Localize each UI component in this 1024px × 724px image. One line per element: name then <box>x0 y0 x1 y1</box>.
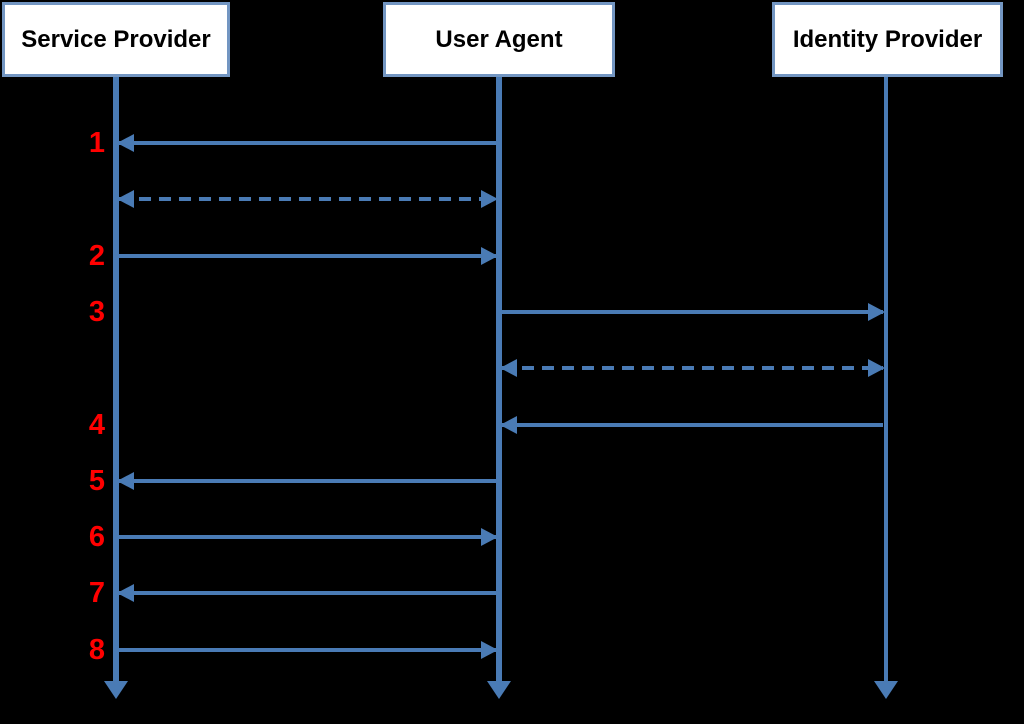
dashed-message-line <box>502 366 883 370</box>
solid-message-line <box>119 254 496 258</box>
step-number-6: 6 <box>88 521 106 553</box>
message-arrow-7 <box>117 583 496 603</box>
arrowhead-right-icon <box>868 303 885 321</box>
arrowhead-left-icon <box>117 472 134 490</box>
arrowhead-right-icon <box>481 247 498 265</box>
message-arrow-8 <box>119 640 498 660</box>
arrowhead-left-icon <box>117 134 134 152</box>
participant-user-agent: User Agent <box>383 2 615 77</box>
arrowhead-left-icon <box>500 416 517 434</box>
step-number-2: 2 <box>88 240 106 272</box>
arrowhead-right-icon <box>868 359 885 377</box>
step-number-5: 5 <box>88 465 106 497</box>
message-arrow-2 <box>119 246 498 266</box>
step-number-3: 3 <box>88 296 106 328</box>
step-number-7: 7 <box>88 577 106 609</box>
solid-message-line <box>502 423 883 427</box>
message-arrow-5 <box>117 471 496 491</box>
arrowhead-left-icon <box>117 190 134 208</box>
participant-service-provider: Service Provider <box>2 2 230 77</box>
lifeline-user-agent <box>496 77 502 681</box>
step-number-8: 8 <box>88 634 106 666</box>
solid-message-line <box>502 310 883 314</box>
arrowhead-right-icon <box>481 641 498 659</box>
participant-service-provider-label: Service Provider <box>21 25 211 53</box>
lifeline-end-arrow-icon <box>874 681 898 699</box>
solid-message-line <box>119 479 496 483</box>
participant-identity-provider: Identity Provider <box>772 2 1003 77</box>
arrowhead-left-icon <box>500 359 517 377</box>
arrowhead-right-icon <box>481 190 498 208</box>
participant-identity-provider-label: Identity Provider <box>792 25 983 53</box>
message-arrow-4 <box>500 415 883 435</box>
solid-message-line <box>119 535 496 539</box>
message-arrow-6 <box>119 527 498 547</box>
arrowhead-right-icon <box>481 528 498 546</box>
lifeline-service-provider <box>113 77 119 681</box>
participant-user-agent-label: User Agent <box>435 25 563 53</box>
message-arrow-1 <box>117 133 496 153</box>
solid-message-line <box>119 591 496 595</box>
lifeline-end-arrow-icon <box>487 681 511 699</box>
message-arrow-dashed <box>117 189 498 209</box>
solid-message-line <box>119 648 496 652</box>
step-number-4: 4 <box>88 409 106 441</box>
lifeline-identity-provider <box>884 77 888 681</box>
step-number-1: 1 <box>88 127 106 159</box>
arrowhead-left-icon <box>117 584 134 602</box>
message-arrow-3 <box>502 302 885 322</box>
solid-message-line <box>119 141 496 145</box>
dashed-message-line <box>119 197 496 201</box>
lifeline-end-arrow-icon <box>104 681 128 699</box>
message-arrow-dashed <box>500 358 885 378</box>
